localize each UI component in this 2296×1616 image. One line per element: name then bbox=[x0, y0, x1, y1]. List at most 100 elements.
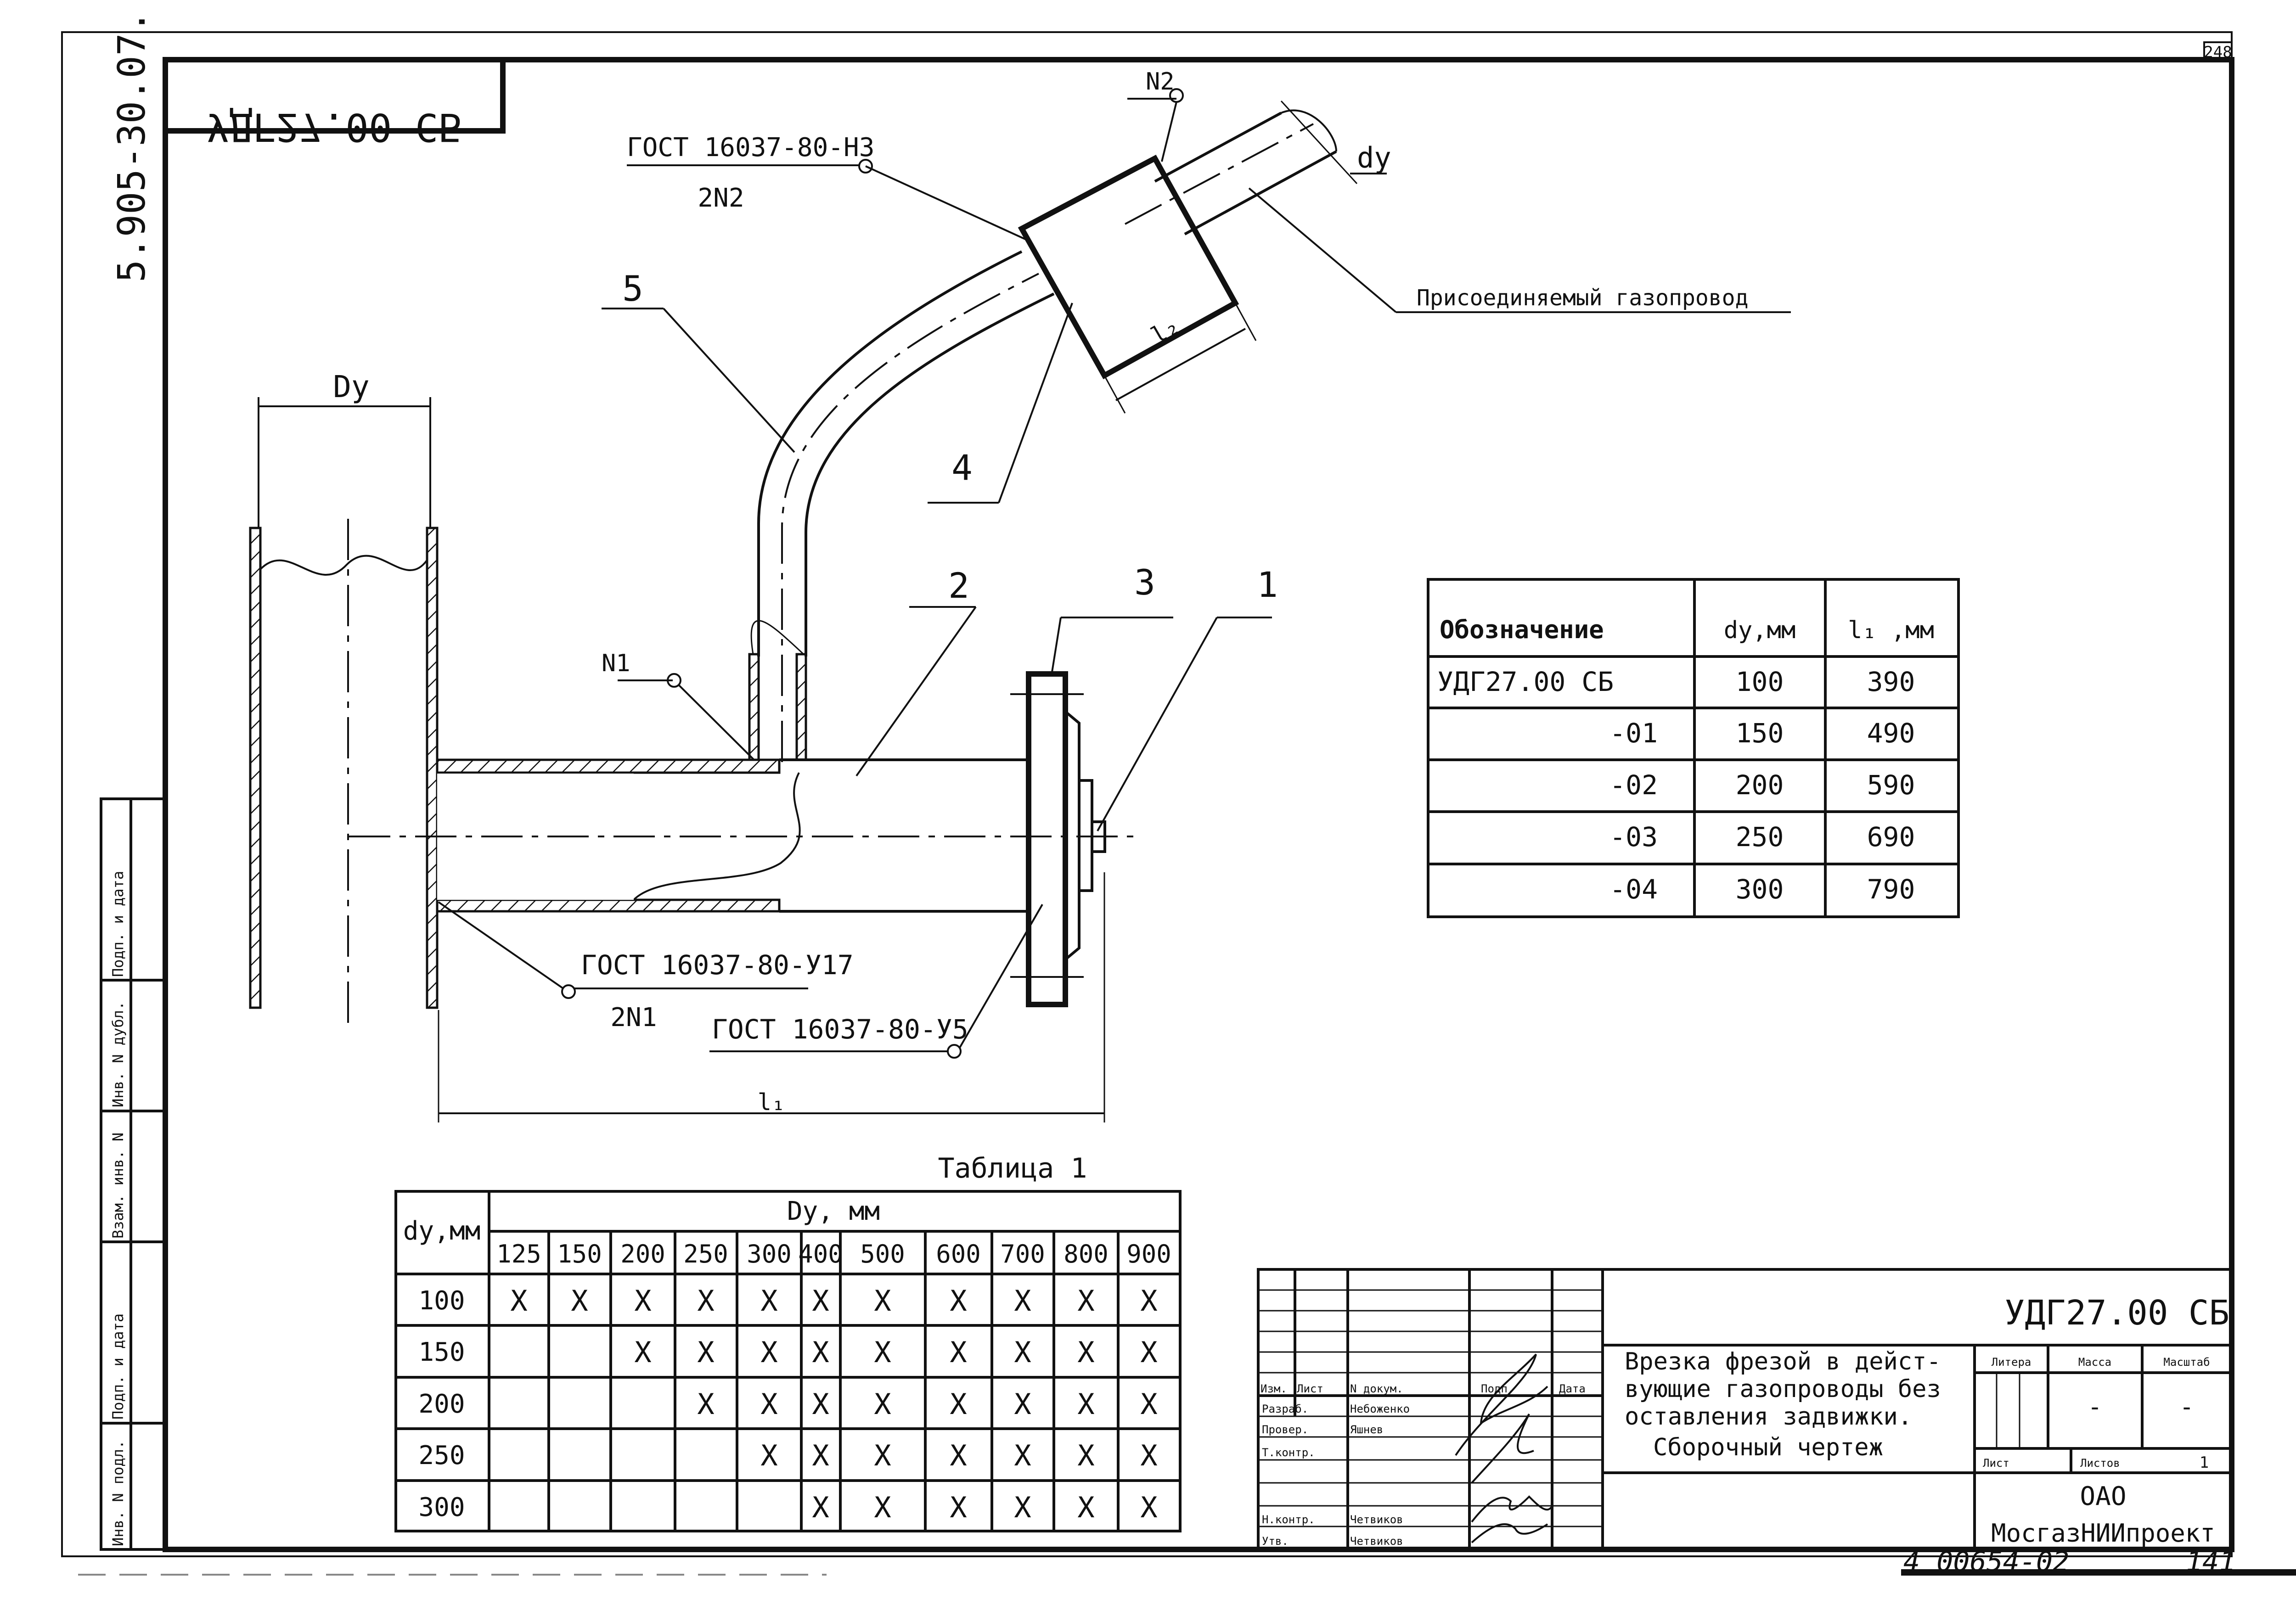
side-strip-label: Подп. и дата bbox=[109, 1313, 127, 1420]
table1-mark: X bbox=[1077, 1335, 1094, 1369]
table1-col: 300 bbox=[747, 1240, 792, 1268]
table1-mark: X bbox=[697, 1335, 714, 1369]
table1-mark: X bbox=[1140, 1335, 1157, 1369]
weld-2n2-label: 2N2 bbox=[698, 183, 744, 213]
n2-label: N2 bbox=[1146, 68, 1175, 95]
dy-label: dy bbox=[1357, 141, 1391, 174]
table1-corner: dy,мм bbox=[403, 1216, 481, 1246]
variant-row-dy: 250 bbox=[1736, 821, 1784, 853]
variant-row-designation: УДГ27.00 СБ bbox=[1437, 666, 1614, 697]
table1-mark: X bbox=[1077, 1491, 1094, 1524]
table1-mark: X bbox=[1014, 1491, 1031, 1524]
table1-mark: X bbox=[760, 1387, 777, 1421]
table1-group-header: Dy, мм bbox=[787, 1196, 880, 1226]
table1-mark: X bbox=[760, 1284, 777, 1318]
variants-header-designation: Обозначение bbox=[1440, 615, 1604, 644]
table1-mark: X bbox=[1077, 1284, 1094, 1318]
side-strip bbox=[100, 797, 167, 1551]
main-gas-pipe bbox=[249, 397, 439, 1024]
side-strip-label: Взам. инв. N bbox=[109, 1133, 127, 1239]
table1-mark: X bbox=[1140, 1284, 1157, 1318]
table1-col: 600 bbox=[936, 1240, 981, 1268]
signatures bbox=[1455, 1353, 1553, 1543]
Dy-label: Dy bbox=[333, 369, 369, 404]
album-code: 5.905-30.07. в.1, ч.2 bbox=[110, 0, 154, 282]
mirror-stamp-box bbox=[163, 57, 506, 134]
table1-mark: X bbox=[812, 1491, 829, 1524]
title-block-name-line: Сборочный чертеж bbox=[1653, 1434, 1883, 1461]
table1-col: 400 bbox=[798, 1240, 843, 1268]
table1-row-dy: 300 bbox=[418, 1493, 465, 1522]
pipeline-label: Присоединяемый газопровод bbox=[1417, 285, 1748, 311]
tb-litera: Литера bbox=[1992, 1356, 2032, 1369]
table1-col: 500 bbox=[860, 1240, 905, 1268]
variant-row-dy: 150 bbox=[1736, 718, 1784, 749]
variant-row-l1: 590 bbox=[1867, 769, 1915, 801]
tb-listov: Листов bbox=[2080, 1457, 2120, 1470]
tb-list: Лист bbox=[1983, 1457, 2009, 1470]
table1-col: 700 bbox=[1000, 1240, 1045, 1268]
variant-row-l1: 390 bbox=[1867, 666, 1915, 697]
tb-role-prover: Провер. bbox=[1262, 1423, 1308, 1436]
footer-page: 141 bbox=[2186, 1546, 2235, 1578]
tb-name-razrab: Небоженко bbox=[1350, 1403, 1410, 1415]
tb-role-nkontr: Н.контр. bbox=[1262, 1513, 1315, 1526]
side-strip-label: Инв. N подл. bbox=[109, 1440, 127, 1546]
table1-row-dy: 100 bbox=[418, 1286, 465, 1316]
l2-label: l₂ bbox=[1147, 312, 1184, 349]
table1-col: 800 bbox=[1064, 1240, 1109, 1268]
variant-row-dy: 100 bbox=[1736, 666, 1784, 697]
table1-mark: X bbox=[1014, 1387, 1031, 1421]
branch-pipe bbox=[349, 758, 1134, 913]
variant-row-l1: 690 bbox=[1867, 821, 1915, 853]
variant-row-l1: 490 bbox=[1867, 718, 1915, 749]
table1-mark: X bbox=[571, 1284, 588, 1318]
tb-header-izm: Изм. bbox=[1261, 1382, 1287, 1395]
table1-row-dy: 250 bbox=[418, 1441, 465, 1470]
page-number-box bbox=[2203, 41, 2233, 62]
tb-name-utv: Четвиков bbox=[1350, 1535, 1403, 1548]
table1-mark: X bbox=[874, 1491, 891, 1524]
variant-row-dy: 300 bbox=[1736, 874, 1784, 905]
table1-mark: X bbox=[1014, 1439, 1031, 1472]
tb-header-ndoc: N докум. bbox=[1350, 1382, 1403, 1395]
side-strip-label: Инв. N дубл. bbox=[109, 1001, 127, 1107]
tb-massa: Масса bbox=[2078, 1356, 2111, 1369]
variant-row-designation: -02 bbox=[1609, 769, 1658, 801]
weld-2n1-label: 2N1 bbox=[610, 1003, 657, 1032]
tb-role-tkontr: Т.контр. bbox=[1262, 1446, 1315, 1459]
table1-mark: X bbox=[1014, 1335, 1031, 1369]
tb-role-razrab: Разраб. bbox=[1262, 1403, 1308, 1415]
table1-mark: X bbox=[510, 1284, 527, 1318]
table1-col: 900 bbox=[1126, 1240, 1171, 1268]
tb-masshtab: Масштаб bbox=[2163, 1356, 2210, 1369]
table1-mark: X bbox=[1140, 1439, 1157, 1472]
tb-masshtab-value: - bbox=[2179, 1393, 2194, 1421]
table1-col: 125 bbox=[496, 1240, 541, 1268]
leaders bbox=[438, 88, 1791, 1059]
table1-title: Таблица 1 bbox=[938, 1152, 1087, 1184]
table1-mark: X bbox=[634, 1335, 651, 1369]
tb-org-line1: ОАО bbox=[2080, 1481, 2126, 1511]
position-3: 3 bbox=[1134, 562, 1155, 603]
table1-col: 150 bbox=[557, 1240, 602, 1268]
variant-row-designation: -04 bbox=[1609, 874, 1658, 905]
connected-pipeline bbox=[1125, 100, 1358, 236]
tb-header-data: Дата bbox=[1559, 1382, 1586, 1395]
table1-mark: X bbox=[760, 1335, 777, 1369]
position-5: 5 bbox=[622, 268, 643, 309]
table1-mark: X bbox=[950, 1387, 967, 1421]
tb-org-line2: МосгазНИИпроект bbox=[1991, 1519, 2215, 1548]
tb-role-utv: Утв. bbox=[1262, 1535, 1289, 1548]
position-1: 1 bbox=[1257, 564, 1278, 605]
table1-mark: X bbox=[812, 1284, 829, 1318]
variant-row-designation: -01 bbox=[1609, 718, 1658, 749]
table1-mark: X bbox=[874, 1387, 891, 1421]
tb-massa-value: - bbox=[2088, 1393, 2102, 1421]
table1-row-labels: 100 150 200 250 300 bbox=[418, 1286, 465, 1522]
table1-mark: X bbox=[1077, 1387, 1094, 1421]
variant-row-dy: 200 bbox=[1736, 769, 1784, 801]
title-block-small-text: Изм. Лист N докум. Подп. Дата Разраб. Не… bbox=[1261, 1356, 2210, 1548]
table1-grid bbox=[394, 1190, 1182, 1532]
